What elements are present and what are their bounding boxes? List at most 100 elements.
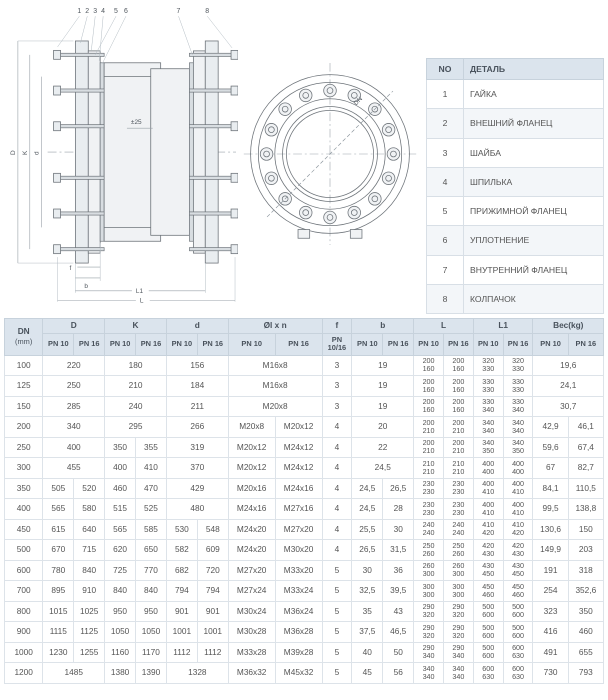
cell-D: 640 xyxy=(73,518,106,541)
technical-drawing: 1 2 3 4 5 6 7 8 ±25 D xyxy=(4,2,426,314)
bolt-hole-icon xyxy=(268,126,275,134)
studs-left xyxy=(53,49,105,255)
cell-M: M30x24 xyxy=(227,600,276,623)
cell-D: 565 xyxy=(42,498,75,520)
cell-L: 340 340 xyxy=(413,662,444,684)
header-pn10: PN 10 xyxy=(165,332,198,356)
bolt-icon xyxy=(381,123,396,137)
bolt-hole-icon xyxy=(390,150,397,158)
cell-L1: 450 460 xyxy=(502,580,534,602)
bolt-icon xyxy=(264,171,279,185)
cell-D: 1485 xyxy=(42,662,106,684)
bolt-icon xyxy=(381,171,396,185)
cell-b: 22 xyxy=(351,436,415,459)
left-dimensions: D K d xyxy=(10,40,74,264)
cell-f: 3 xyxy=(321,375,353,397)
cell-L: 290 320 xyxy=(442,621,474,643)
cell-L1: 330 340 xyxy=(502,395,534,418)
cell-D: 520 xyxy=(73,477,106,500)
cell-f: 4 xyxy=(321,539,353,561)
stud-icon xyxy=(57,52,105,57)
cell-K: 1390 xyxy=(135,662,167,684)
bolt-icon xyxy=(347,205,361,220)
cell-L: 230 230 xyxy=(413,477,444,500)
cell-L1: 330 330 xyxy=(502,375,534,397)
cell-L: 200 160 xyxy=(413,354,444,377)
bolt-hole-icon xyxy=(326,214,334,221)
cell-b: 39,5 xyxy=(382,580,415,602)
cell-dn: 400 xyxy=(3,498,44,520)
callout-numbers: 1 2 3 4 5 6 7 8 xyxy=(77,8,209,15)
front-view-drawing: DN xyxy=(243,62,417,246)
cell-M: M27x20 xyxy=(274,518,323,541)
cell-K: 950 xyxy=(135,600,167,623)
cell-b: 30 xyxy=(382,518,415,541)
cell-f: 4 xyxy=(321,457,353,479)
cell-b: 24,5 xyxy=(351,457,415,479)
cell-L1: 500 600 xyxy=(472,600,504,623)
cell-d: 370 xyxy=(165,457,229,479)
stud-icon xyxy=(57,211,105,216)
cell-D: 1230 xyxy=(42,641,75,664)
header-weight: Вес(kg) xyxy=(532,318,604,334)
stud-icon xyxy=(57,88,105,93)
cell-D: 1115 xyxy=(42,621,75,643)
side-view-drawing: 1 2 3 4 5 6 7 8 ±25 D xyxy=(10,8,238,305)
cell-L: 200 160 xyxy=(413,395,444,418)
cell-W: 84,1 xyxy=(532,477,569,500)
cell-D: 910 xyxy=(73,580,106,602)
cell-D: 615 xyxy=(42,518,75,541)
cell-L: 200 160 xyxy=(442,395,474,418)
adjustment-label: ±25 xyxy=(131,119,142,126)
cap-icon xyxy=(230,172,238,183)
cell-d: 530 xyxy=(165,518,198,541)
cell-d: 480 xyxy=(165,498,229,520)
cell-K: 525 xyxy=(135,498,167,520)
header-d: d xyxy=(165,318,229,334)
flange-assembly xyxy=(74,40,219,264)
cell-f: 4 xyxy=(321,416,353,438)
cell-L1: 330 340 xyxy=(472,395,504,418)
cell-W: 254 xyxy=(532,580,569,602)
part-number-cell: 8 xyxy=(426,283,464,315)
cell-M: M24x12 xyxy=(274,457,323,479)
cell-d: 1001 xyxy=(196,621,229,643)
cell-b: 28 xyxy=(382,498,415,520)
header-L: L xyxy=(413,318,474,334)
cell-W: 730 xyxy=(532,662,569,684)
cell-L: 210 210 xyxy=(413,457,444,479)
stud-icon xyxy=(189,175,237,180)
cell-K: 400 xyxy=(104,457,137,479)
callout-2: 2 xyxy=(85,8,89,15)
cell-b: 26,5 xyxy=(351,539,384,561)
pipe-outer-circle xyxy=(282,106,378,202)
cell-L1: 410 420 xyxy=(472,518,504,541)
stud-icon xyxy=(57,247,105,252)
cell-dn: 100 xyxy=(3,354,44,377)
cell-b: 37,5 xyxy=(351,621,384,643)
bolt-hole-icon xyxy=(350,209,358,216)
cell-M: M24x20 xyxy=(227,539,276,561)
studs-right xyxy=(189,49,238,255)
dims-header-row-2: PN 10 PN 16 PN 10 PN 16 PN 10 PN 16 PN 1… xyxy=(5,332,605,356)
cell-K: 840 xyxy=(104,580,137,602)
nut-icon xyxy=(53,121,61,132)
cell-dn: 700 xyxy=(3,580,44,602)
cell-M: M33x24 xyxy=(274,580,323,602)
nut-icon xyxy=(53,172,61,183)
cell-M: M36x32 xyxy=(227,662,276,684)
cell-W: 138,8 xyxy=(567,498,605,520)
bolt-hole-icon xyxy=(281,195,289,203)
cell-b: 19 xyxy=(351,354,415,377)
bolt-hole-icon xyxy=(302,209,310,216)
cell-D: 340 xyxy=(42,416,106,438)
cell-K: 725 xyxy=(104,559,137,582)
cell-W: 323 xyxy=(532,600,569,623)
header-pn16: PN 16 xyxy=(73,332,106,356)
cell-L: 300 300 xyxy=(413,580,444,602)
